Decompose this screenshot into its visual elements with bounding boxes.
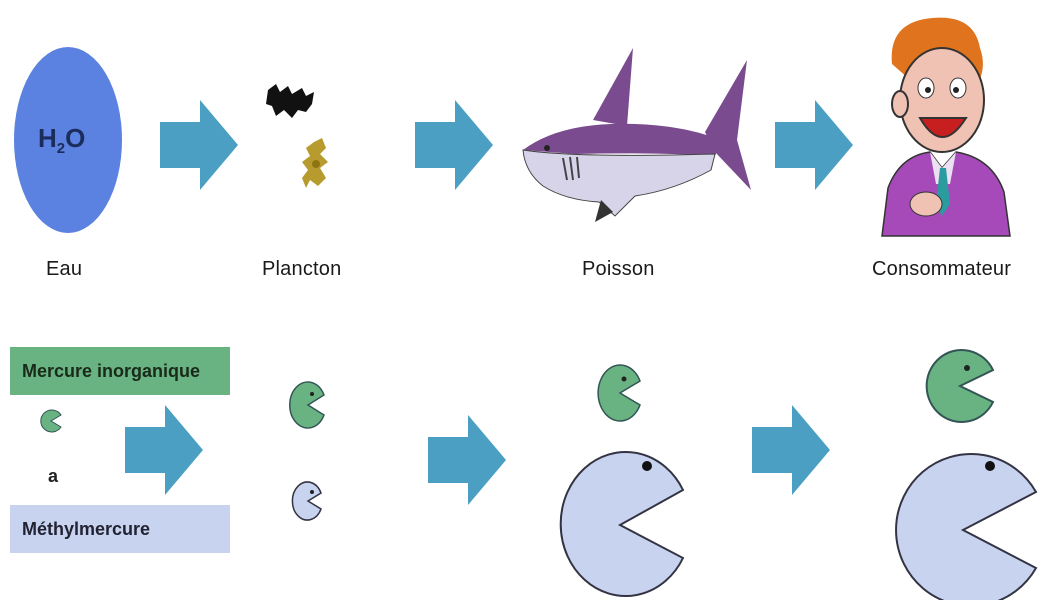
flow-arrow-2 — [415, 100, 495, 190]
legend-inorganic-mini — [40, 408, 62, 434]
pacman-green-icon — [290, 382, 326, 428]
flow-arrow-4 — [125, 405, 205, 495]
flow-arrow-3 — [775, 100, 855, 190]
plankton-mercury-inorganic — [290, 382, 326, 428]
arrow-right-icon — [415, 100, 495, 190]
person-icon — [870, 8, 1030, 238]
plankton-mercury-methyl — [293, 482, 323, 520]
arrow-right-icon — [775, 100, 855, 190]
arrow-right-icon — [125, 405, 205, 495]
label-water: Eau — [46, 258, 82, 281]
consumer-mercury-methyl — [888, 440, 1038, 595]
pacman-blue-icon — [293, 482, 323, 520]
pacman-green-icon — [925, 350, 995, 422]
legend-inorganic-mercury: Mercure inorganique — [10, 347, 230, 395]
plankton-icon — [262, 82, 342, 222]
water-formula: H2O — [38, 123, 85, 157]
flow-arrow-1 — [160, 100, 240, 190]
arrow-right-icon — [752, 405, 832, 495]
label-plankton: Plancton — [262, 258, 341, 281]
shark-illustration — [515, 40, 760, 230]
fish-mercury-inorganic — [598, 365, 642, 421]
arrow-right-icon — [428, 415, 508, 505]
flow-arrow-6 — [752, 405, 832, 495]
plankton-illustration — [262, 82, 342, 222]
arrow-right-icon — [160, 100, 240, 190]
consumer-illustration — [870, 8, 1030, 238]
pacman-green-icon — [40, 408, 62, 434]
pacman-blue-icon — [555, 440, 685, 585]
legend-methylmercury: Méthylmercure — [10, 505, 230, 553]
pacman-green-icon — [598, 365, 642, 421]
consumer-mercury-inorganic — [925, 350, 995, 422]
shark-icon — [515, 40, 760, 230]
label-fish: Poisson — [582, 258, 655, 281]
flow-arrow-5 — [428, 415, 508, 505]
label-consumer: Consommateur — [872, 258, 1011, 281]
legend-connector: a — [48, 466, 58, 487]
fish-mercury-methyl — [555, 440, 685, 585]
water-oval: H2O — [12, 45, 124, 235]
pacman-blue-icon — [888, 440, 1038, 595]
